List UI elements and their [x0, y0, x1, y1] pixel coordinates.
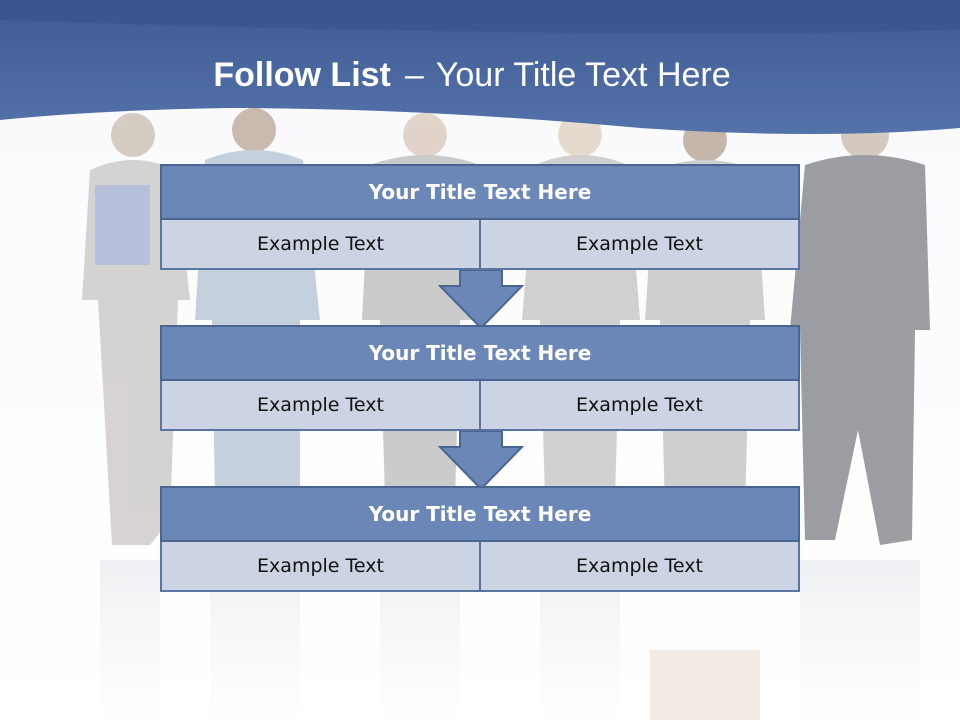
- down-arrow-icon: [438, 270, 524, 330]
- header-band: [0, 0, 960, 134]
- follow-block-3: Your Title Text Here Example Text Exampl…: [160, 486, 800, 592]
- block-title: Your Title Text Here: [160, 486, 800, 542]
- down-arrow-icon: [438, 431, 524, 491]
- block-title: Your Title Text Here: [160, 164, 800, 220]
- block-title: Your Title Text Here: [160, 325, 800, 381]
- block-cell-right: Example Text: [481, 381, 800, 431]
- follow-block-1: Your Title Text Here Example Text Exampl…: [160, 164, 800, 270]
- block-cell-right: Example Text: [481, 542, 800, 592]
- slide-title-bold: Follow List: [213, 56, 391, 94]
- slide-title-dash: –: [404, 56, 424, 94]
- block-cell-left: Example Text: [160, 381, 481, 431]
- block-cell-left: Example Text: [160, 542, 481, 592]
- block-cell-right: Example Text: [481, 220, 800, 270]
- slide-title-rest: Your Title Text Here: [435, 56, 731, 94]
- block-row: Example Text Example Text: [160, 381, 800, 431]
- follow-block-2: Your Title Text Here Example Text Exampl…: [160, 325, 800, 431]
- block-row: Example Text Example Text: [160, 220, 800, 270]
- block-row: Example Text Example Text: [160, 542, 800, 592]
- slide-title: Follow List–Your Title Text Here: [0, 52, 944, 98]
- block-cell-left: Example Text: [160, 220, 481, 270]
